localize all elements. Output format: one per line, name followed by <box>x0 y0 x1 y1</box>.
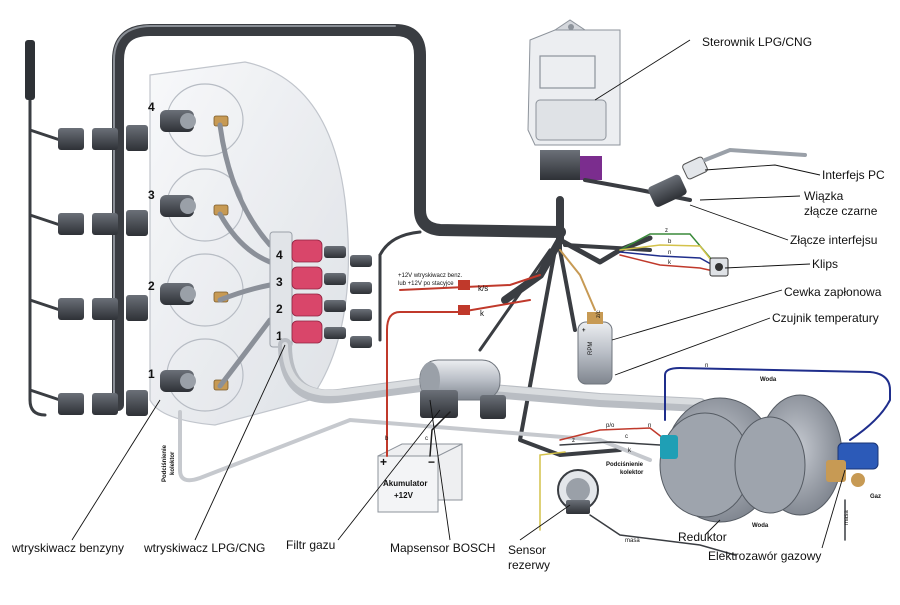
ground-label: masa <box>844 510 850 525</box>
cylinder-number: 3 <box>148 188 155 202</box>
lpg-injector-rail: 4 3 2 1 <box>269 231 372 348</box>
wire-code: n <box>705 363 708 369</box>
battery-voltage: +12V <box>394 491 414 500</box>
battery: + − Akumulator +12V <box>377 443 463 513</box>
wire-code: n <box>648 423 651 429</box>
gas-filter-label: Filtr gazu <box>286 538 335 552</box>
wire-code: c <box>625 434 628 440</box>
wire-code: k <box>628 448 632 454</box>
wire-code: b <box>668 239 672 245</box>
ignition-coil-label: Cewka zapłonowa <box>784 285 882 299</box>
lpg-controller <box>527 19 621 180</box>
supply-wires: k k/s +12V wtryskiwacz benz. lub +12V po… <box>385 273 541 457</box>
gas-hose <box>278 338 707 412</box>
wire-code: z/c <box>596 310 602 318</box>
wire-code: c <box>425 436 428 442</box>
petrol-injector-1 <box>160 370 196 392</box>
component-labels: Sterownik LPG/CNG Interfejs PC Wiązka zł… <box>11 35 885 572</box>
level-sensor-label: rezerwy <box>508 558 550 572</box>
harness-connector-label: Wiązka <box>804 189 844 203</box>
cylinder-number: 4 <box>148 100 155 114</box>
wire-code: k/s <box>478 284 488 293</box>
solenoid-valve-label: Elektrozawór gazowy <box>708 549 821 563</box>
petrol-injector-connectors <box>58 125 148 416</box>
wire-code: z <box>665 228 668 234</box>
reducer <box>659 394 843 523</box>
gas-filter <box>419 359 506 419</box>
cylinder-numbers: 4 3 2 1 <box>148 100 155 381</box>
supply-note: lub +12V po stacyjce <box>398 281 454 287</box>
reducer-label: Reduktor <box>678 530 727 544</box>
temperature-sensor-label: Czujnik temperatury <box>772 311 879 325</box>
supply-note: +12V wtryskiwacz benz. <box>398 273 463 279</box>
pc-interface-label: Interfejs PC <box>822 168 885 182</box>
rail-port-number: 4 <box>276 248 283 262</box>
wire-code: p/o <box>606 423 615 429</box>
wire-code: b <box>385 436 389 442</box>
lpg-injector-label: wtryskiwacz LPG/CNG <box>143 541 265 555</box>
coil-plus-symbol: + <box>582 328 586 334</box>
rail-port-number: 1 <box>276 329 283 343</box>
battery-minus-symbol: − <box>428 455 435 469</box>
connector-pair-2 <box>58 295 148 321</box>
interface-connector-label: Złącze interfejsu <box>790 233 877 247</box>
rail-port-number: 3 <box>276 275 283 289</box>
gas-nozzles <box>213 115 273 391</box>
solenoid-valve: masa <box>826 442 879 541</box>
port-tags: Woda Woda Gaz Podciśnienie kolektor Podc… <box>162 377 881 529</box>
rpm-label: RPM <box>588 342 594 355</box>
water-label: Woda <box>760 377 777 383</box>
wire-code: k <box>668 260 672 266</box>
clip-label: Klips <box>812 257 838 271</box>
clip: z b n k <box>619 228 729 277</box>
wire-code: z <box>572 438 575 444</box>
battery-label: Akumulator <box>383 479 427 488</box>
harness-connector-label: złącze czarne <box>804 204 878 218</box>
cylinder-number: 1 <box>148 367 155 381</box>
petrol-injector-label: wtryskiwacz benzyny <box>11 541 124 555</box>
vacuum-label: Podciśnienie <box>606 462 644 468</box>
ignition-coil: + RPM z/c <box>559 249 613 385</box>
vacuum-label: kolektor <box>620 470 644 476</box>
level-sensor-label: Sensor <box>508 543 546 557</box>
petrol-injectors <box>160 110 196 392</box>
map-sensor-label: Mapsensor BOSCH <box>390 541 495 555</box>
vacuum-label: kolektor <box>170 451 176 475</box>
battery-plus-symbol: + <box>380 455 387 469</box>
wire-code: k <box>480 309 485 318</box>
vacuum-label: Podciśnienie <box>162 444 168 482</box>
controller-label: Sterownik LPG/CNG <box>702 35 812 49</box>
petrol-injector-4 <box>160 110 196 132</box>
connector-pair-3 <box>58 210 148 236</box>
level-sensor: masa <box>539 451 736 556</box>
petrol-injector-3 <box>160 195 196 217</box>
wire-code: n <box>668 250 671 256</box>
gas-label: Gaz <box>870 494 881 500</box>
petrol-injector-harness <box>25 40 62 417</box>
connector-pair-1 <box>58 390 148 416</box>
ground-label: masa <box>625 538 640 544</box>
vacuum-line <box>178 410 652 483</box>
leader-lines <box>71 39 846 549</box>
pc-interface-cable <box>583 147 807 207</box>
temperature-sensor-wire: n <box>664 363 891 441</box>
connector-pair-4 <box>58 125 148 151</box>
rail-port-number: 2 <box>276 302 283 316</box>
water-label: Woda <box>752 523 769 529</box>
petrol-injector-2 <box>160 283 196 305</box>
cylinder-number: 2 <box>148 279 155 293</box>
